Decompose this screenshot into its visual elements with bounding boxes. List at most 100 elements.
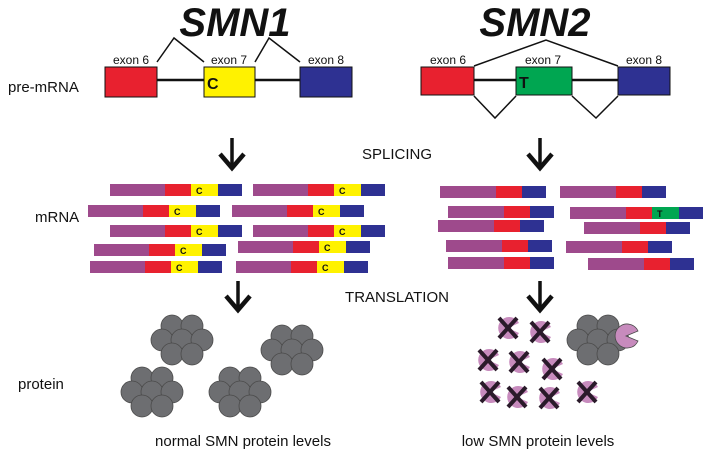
mrna-smn2-transcript-9 [448,257,554,269]
mrna-smn2-transcript-2 [560,186,666,198]
mrna-smn1-transcript-6: C [253,225,385,237]
exon6-segment [644,258,670,270]
arrow-translation-smn2 [526,281,554,314]
mrna-smn1-transcript-10: C [236,261,368,273]
gene-title-smn1: SMN1 [179,1,290,45]
mrna-smn2-transcript-8 [566,241,672,253]
protein-oligomer-smn2 [566,314,630,366]
exon8-segment [196,205,220,217]
truncated-protein-8 [538,386,560,410]
exon8-segment [361,184,385,196]
mrna-smn1-transcript-3: C [88,205,220,217]
mrna-smn2-transcript-5 [438,220,544,232]
smn2-pre-mrna: exon 6 exon 7 exon 8 T [420,39,671,120]
exon8-segment [520,220,544,232]
exon8-segment [346,241,370,253]
smn2-splice-arc-right [571,95,619,120]
truncated-protein-7 [506,385,528,409]
exon8-segment [361,225,385,237]
exon6-segment [494,220,520,232]
mrna-smn2-transcript-3 [448,206,554,218]
mrna-smn2-transcript-7 [446,240,552,252]
exon8-segment [202,244,226,256]
truncated-protein-6 [479,380,501,404]
protein-subunit [180,342,204,366]
upstream-segment [570,207,626,219]
exon7-nucleotide: C [176,263,183,273]
exon6-segment [308,184,334,196]
caption-low: low SMN protein levels [462,433,615,450]
arrow-splicing-smn2 [526,138,554,172]
protein-subunit [290,352,314,376]
exon8-segment [530,257,554,269]
exon7-nucleotide: C [180,246,187,256]
exon7-nucleotide: T [657,209,663,219]
mrna-smn2-transcript-6 [584,222,690,234]
protein-oligomer-4 [208,366,272,418]
truncated-protein-3 [477,348,499,372]
exon8-segment [642,186,666,198]
exon6-segment [640,222,666,234]
exon8-segment [198,261,222,273]
exon7-segment [652,207,679,219]
smn2-splice-arc-left [473,95,517,120]
exon7-segment [334,184,361,196]
arrow-translation-smn1 [224,281,252,314]
upstream-segment [90,261,145,273]
exon6-segment [504,206,530,218]
caption-normal: normal SMN protein levels [155,433,331,450]
exon7-nucleotide: C [174,207,181,217]
smn2-exon8 [617,66,671,96]
smn1-nucleotide-c: C [207,76,219,93]
mrna-smn2-transcript-1 [440,186,546,198]
exon6-segment [293,241,319,253]
exon8-segment [218,184,242,196]
truncated-protein-5 [541,357,563,381]
upstream-segment [253,225,308,237]
x-mark [477,348,499,372]
smn1-exon7-label: exon 7 [211,53,247,67]
exon8-segment [528,240,552,252]
exon6-segment [504,257,530,269]
upstream-segment [238,241,293,253]
x-mark [541,357,563,381]
protein-subunit [218,394,242,418]
protein-subunit [160,342,184,366]
exon6-segment [149,244,175,256]
upstream-segment [560,186,616,198]
x-mark [479,380,501,404]
exon8-segment [670,258,694,270]
mrna-smn1-transcript-1: C [110,184,242,196]
protein-subunit [150,394,174,418]
exon6-segment [143,205,169,217]
mrna-smn2-transcript-10 [588,258,694,270]
upstream-segment [448,257,504,269]
exon8-segment [522,186,546,198]
truncated-protein-1 [497,316,519,340]
exon7-nucleotide: C [324,243,331,253]
protein-subunit [576,342,600,366]
exon8-segment [218,225,242,237]
smn2-exon7-label: exon 7 [525,53,561,67]
exon7-nucleotide: C [318,207,325,217]
x-mark [538,386,560,410]
upstream-segment [448,206,504,218]
smn1-exon6-label: exon 6 [113,53,149,67]
x-mark [497,316,519,340]
exon7-segment [334,225,361,237]
exon8-segment [530,206,554,218]
upstream-segment [94,244,149,256]
exon6-segment [496,186,522,198]
mrna-smn2-transcript-4: T [570,207,703,219]
exon6-segment [502,240,528,252]
mrna-smn1-transcript-5: C [110,225,242,237]
smn1-exon8 [299,66,353,98]
exon7-segment [175,244,202,256]
truncated-protein [614,323,639,349]
upstream-segment [232,205,287,217]
protein-oligomer-2 [260,324,324,376]
exon7-segment [317,261,344,273]
smn2-exon8-label: exon 8 [626,53,662,67]
